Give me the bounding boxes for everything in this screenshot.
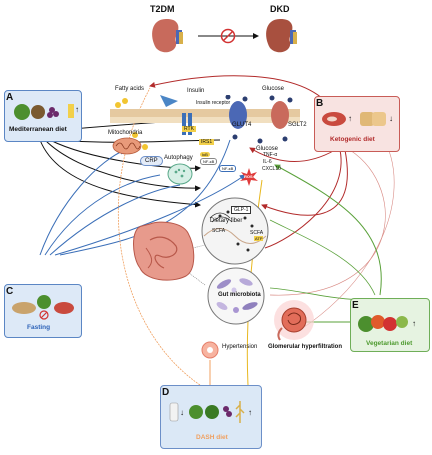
dash-foods-icon: ↓ ↑ — [169, 401, 252, 423]
svg-text:↑: ↑ — [348, 114, 352, 123]
ketogenic-foods-icon: ↑ ↓ — [322, 112, 393, 126]
ikb-badge: IκB — [200, 152, 210, 157]
panel-a-label: Mediterranean diet — [9, 126, 67, 133]
dkd-label: DKD — [270, 4, 290, 14]
svg-text:↑: ↑ — [412, 319, 416, 328]
gut-microbiota-label: Gut microbiota — [218, 292, 261, 298]
kidney-icon — [266, 19, 297, 53]
irs1-badge: IRS1 — [199, 139, 215, 145]
panel-b-letter: B — [316, 98, 324, 109]
panel-a-letter: A — [6, 92, 14, 103]
glomerular-hyperfiltration-label: Glomerular hyperfiltration — [268, 344, 343, 350]
panel-d-letter: D — [162, 387, 170, 398]
svg-text:↑: ↑ — [75, 105, 79, 114]
autophagy-label: Autophagy — [164, 155, 193, 161]
donut-icon — [201, 341, 219, 359]
cxcl10-label: CXCL10 — [262, 166, 281, 172]
hypertension-label: Hypertension — [222, 344, 258, 350]
fatty-acids-label: Fatty acids — [115, 86, 145, 92]
il6-label: IL-6 — [263, 159, 272, 165]
ros-burst-icon — [240, 168, 258, 186]
panel-b-label: Ketogenic diet — [330, 136, 375, 143]
mitochondria-icon — [112, 137, 142, 155]
insulin-receptor-label: Insulin receptor — [196, 100, 231, 106]
autophagy-icon — [167, 163, 193, 185]
panel-c-label: Fasting — [27, 324, 51, 331]
glomerulus-icon — [274, 300, 314, 341]
insulin-label: Insulin — [187, 88, 205, 94]
ros-label: ROS — [244, 174, 253, 179]
svg-text:↑: ↑ — [248, 408, 252, 417]
intestine-icon — [133, 221, 195, 281]
tnfa-label: TNF-α — [263, 152, 278, 158]
panel-d-label: DASH diet — [196, 434, 228, 441]
fasting-foods-icon — [12, 295, 74, 320]
scfa-left-label: SCFA — [212, 228, 226, 234]
panel-e-letter: E — [352, 300, 359, 311]
kidney-icon — [152, 19, 183, 53]
glut4-label: GLUT4 — [232, 122, 252, 128]
glucose-top-label: Glucose — [262, 86, 285, 92]
rtk-badge: RTK — [182, 126, 196, 132]
prohibited-icon — [220, 28, 236, 44]
nfkb-badge-2: NF-κB — [219, 165, 237, 172]
sglt2-label: SGLT2 — [288, 122, 307, 128]
t2dm-label: T2DM — [150, 4, 175, 14]
mitochondria-label: Mitochondria — [108, 130, 143, 136]
scfa-right-label: SCFA — [250, 230, 264, 236]
svg-text:↓: ↓ — [389, 114, 393, 123]
mediterranean-foods-icon: ↑ — [14, 104, 79, 120]
svg-text:↓: ↓ — [180, 408, 184, 417]
glucose-bottom-label: Glucose — [256, 146, 279, 152]
panel-e-label: Vegetarian diet — [366, 340, 413, 347]
vegetables-icon: ↑ — [358, 315, 416, 332]
cell-membrane — [110, 95, 300, 150]
crp-badge: CRP — [140, 156, 163, 166]
glp1-badge: GLP-1 — [231, 206, 252, 214]
dietary-fiber-label: Dietary fiber — [210, 218, 243, 224]
gut-microbiota-circle — [207, 267, 265, 325]
panel-c-letter: C — [6, 286, 14, 297]
gut-lumen-circle — [201, 197, 269, 265]
nfkb-badge-1: NF-κB — [200, 158, 218, 165]
atp-badge: ATP — [254, 236, 264, 241]
